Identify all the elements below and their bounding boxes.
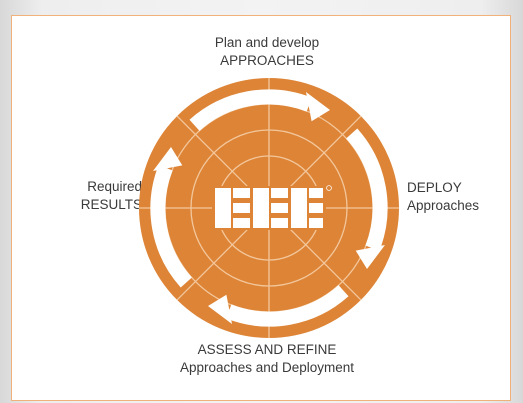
assess-refine-line2: Approaches and Deployment (179, 360, 355, 375)
registered-mark-icon (326, 185, 332, 191)
required-results-label: Required RESULTS (62, 178, 142, 214)
plan-develop-line1: Plan and develop (214, 35, 320, 50)
arrow-bottom-arc (225, 285, 349, 327)
deploy-line1: DEPLOY (407, 180, 462, 195)
plan-develop-label: Plan and develop APPROACHES (162, 34, 372, 70)
deploy-label: DEPLOY Approaches (407, 179, 502, 215)
assess-refine-line1: ASSESS AND REFINE (197, 342, 337, 357)
assess-refine-label: ASSESS AND REFINE Approaches and Deploym… (142, 341, 392, 377)
cycle-wheel (139, 78, 399, 338)
arrow-top-arc (189, 89, 313, 131)
arrow-head-top (306, 92, 330, 122)
arrow-head-left (153, 147, 183, 171)
diagram-card: Plan and develop APPROACHES Required RES… (11, 15, 511, 401)
arrow-head-bottom (208, 294, 232, 324)
arrow-right-arc (346, 128, 388, 252)
plan-develop-line2: APPROACHES (220, 53, 314, 68)
logo-mark (212, 185, 332, 230)
arrow-heads (153, 92, 385, 324)
cycle-arrows (150, 89, 388, 327)
required-results-line1: Required (87, 179, 142, 194)
arrow-head-right (355, 245, 385, 269)
required-results-line2: RESULTS (80, 197, 142, 212)
arrow-left-arc (150, 164, 192, 288)
deploy-line2: Approaches (407, 198, 480, 213)
